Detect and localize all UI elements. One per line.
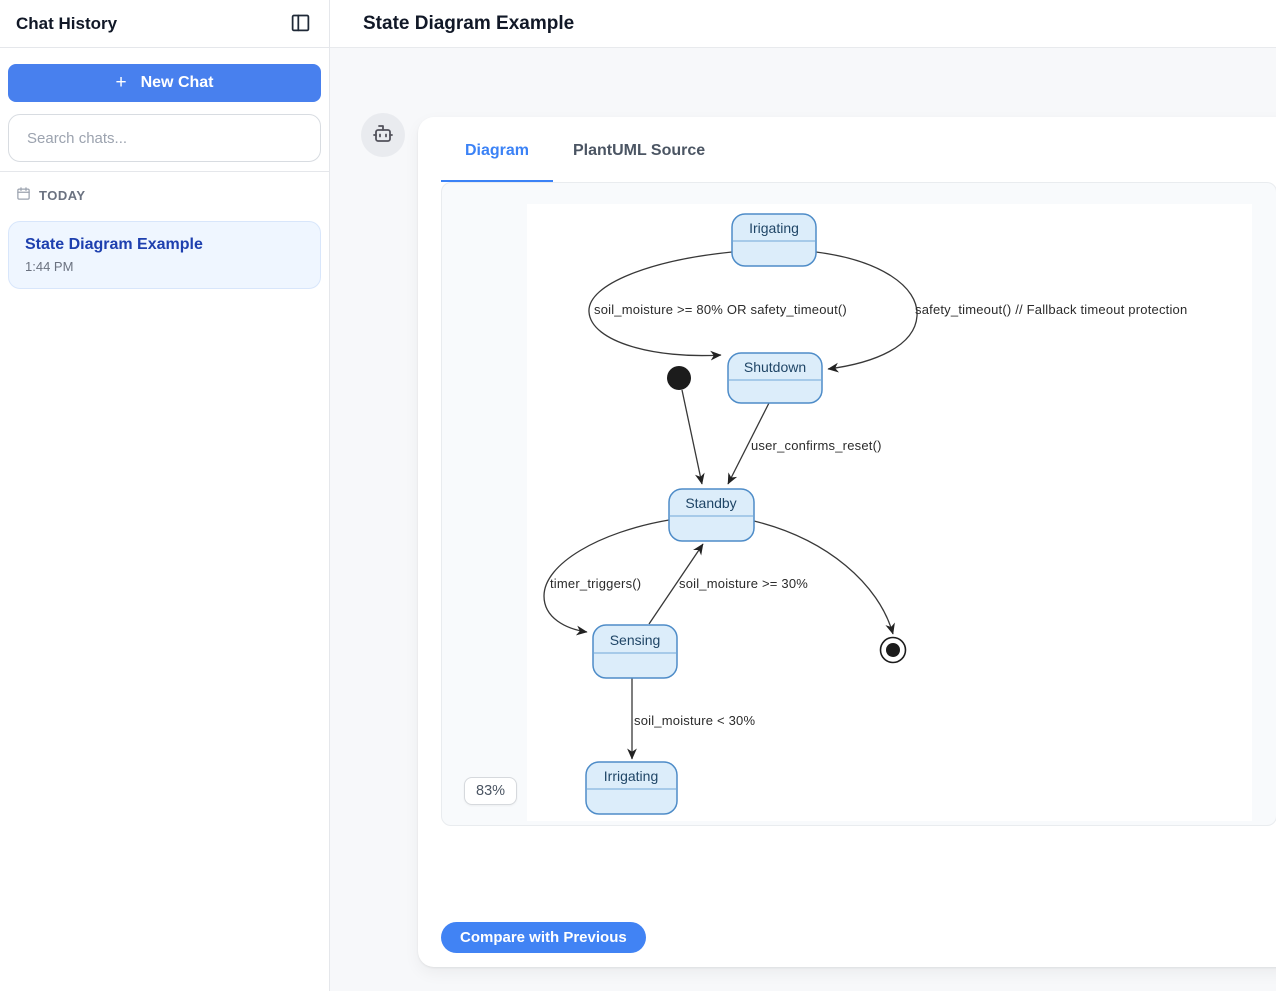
diagram-panel: Irigating Shutdown Standby — [441, 182, 1276, 826]
sidebar-header: Chat History — [0, 0, 329, 48]
state-sensing: Sensing — [592, 624, 678, 679]
collapse-sidebar-button[interactable] — [287, 11, 313, 37]
tab-plantuml-source[interactable]: PlantUML Source — [573, 142, 706, 159]
chat-item-title: State Diagram Example — [25, 236, 203, 253]
label-soil-gte-30: soil_moisture >= 30% — [679, 576, 808, 591]
edge-irigating-shutdown-right — [815, 251, 918, 373]
plus-icon: + — [115, 72, 127, 93]
label-user-confirms-reset: user_confirms_reset() — [751, 438, 882, 453]
zoom-level-badge[interactable]: 83% — [464, 777, 518, 805]
chat-item-timestamp: 1:44 PM — [25, 259, 74, 274]
tab-bar: Diagram PlantUML Source — [441, 140, 1276, 182]
search-input[interactable] — [8, 114, 321, 162]
chat-history-sidebar: Chat History + New Chat TODAY — [0, 0, 330, 991]
panel-left-icon — [290, 12, 311, 36]
edge-initial-standby — [681, 389, 705, 485]
svg-text:Irrigating: Irrigating — [604, 768, 658, 784]
final-state — [879, 636, 907, 664]
state-standby: Standby — [668, 488, 755, 542]
edge-standby-final — [753, 520, 895, 635]
edge-shutdown-standby — [727, 402, 770, 485]
state-shutdown: Shutdown — [727, 352, 823, 404]
diagram-canvas[interactable]: Irigating Shutdown Standby — [527, 204, 1252, 821]
state-irigating-top: Irigating — [731, 213, 817, 267]
edge-standby-sensing — [543, 519, 670, 636]
new-chat-button[interactable]: + New Chat — [8, 64, 321, 102]
state-diagram-svg: Irigating Shutdown Standby — [543, 213, 1187, 815]
today-label: TODAY — [39, 187, 86, 203]
tab-diagram[interactable]: Diagram — [441, 140, 553, 182]
main-header: State Diagram Example — [330, 0, 1276, 48]
svg-text:Shutdown: Shutdown — [744, 359, 806, 375]
today-section-header: TODAY — [0, 172, 329, 204]
label-timer-triggers: timer_triggers() — [550, 576, 641, 591]
state-irrigating-bottom: Irrigating — [585, 761, 678, 815]
edge-irigating-shutdown-left — [588, 251, 733, 361]
bot-icon — [371, 121, 395, 150]
label-soil-lt-30: soil_moisture < 30% — [634, 713, 755, 728]
sidebar-title: Chat History — [16, 13, 118, 33]
svg-text:Irigating: Irigating — [749, 220, 799, 236]
svg-text:Standby: Standby — [685, 495, 736, 511]
chat-list-item[interactable]: State Diagram Example 1:44 PM — [8, 221, 321, 289]
calendar-icon — [16, 186, 31, 204]
page-title: State Diagram Example — [363, 12, 575, 34]
message-card: Diagram PlantUML Source — [418, 117, 1276, 967]
compare-with-previous-button[interactable]: Compare with Previous — [441, 922, 646, 953]
edge-sensing-standby — [648, 543, 704, 625]
sidebar-actions: + New Chat — [0, 48, 329, 172]
main-content: State Diagram Example Diagram PlantUML S… — [330, 0, 1276, 991]
assistant-avatar — [361, 113, 405, 157]
label-soil-80-or-timeout: soil_moisture >= 80% OR safety_timeout() — [594, 302, 847, 317]
svg-text:Sensing: Sensing — [610, 632, 661, 648]
label-safety-timeout-fallback: safety_timeout() // Fallback timeout pro… — [915, 302, 1187, 317]
initial-state-dot — [667, 366, 691, 390]
new-chat-label: New Chat — [140, 74, 214, 91]
